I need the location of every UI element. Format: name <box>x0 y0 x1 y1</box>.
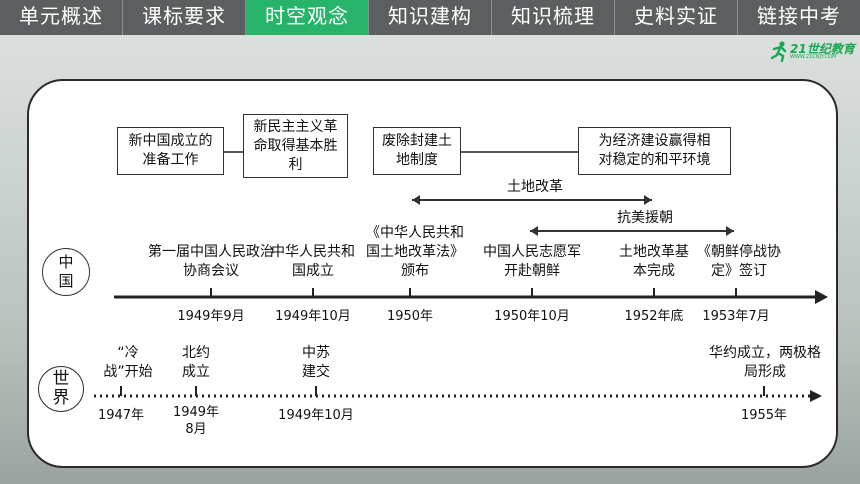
china-event-volunteers: 中国人民志愿军开赴朝鲜 <box>483 244 581 279</box>
world-date-2: 1949年8月 <box>172 405 220 437</box>
china-event-armistice: 《朝鲜停战协定》签订 <box>697 244 781 279</box>
box-peaceful-environment: 为经济建设赢得相对稳定的和平环境 <box>578 127 731 175</box>
box-revolution-victory-text: 新民主主义革命取得基本胜利 <box>253 118 338 173</box>
box-prep-work: 新中国成立的准备工作 <box>117 127 224 175</box>
runner-icon <box>770 41 787 62</box>
logo-text: 21世纪教育 <box>790 42 855 56</box>
world-date-3: 1949年10月 <box>278 408 354 423</box>
world-date-1: 1947年 <box>97 408 145 423</box>
nav-bar: 单元概述 课标要求 时空观念 知识建构 知识梳理 史料实证 链接中考 <box>0 0 860 35</box>
logo-subtext: WWW.21CNJY.COM <box>790 54 837 60</box>
box-abolish-feudal-land: 废除封建土地制度 <box>373 127 461 175</box>
china-event-cppcc: 第一届中国人民政治协商会议 <box>148 244 274 279</box>
china-circle: 中国 <box>42 248 90 296</box>
span-label-resist-us: 抗美援朝 <box>617 210 673 226</box>
box-peaceful-environment-text: 为经济建设赢得相对稳定的和平环境 <box>598 133 711 168</box>
china-date-6: 1953年7月 <box>702 309 770 324</box>
china-event-prc-founded: 中华人民共和国成立 <box>271 244 355 279</box>
box-abolish-feudal-land-text: 废除封建土地制度 <box>382 133 452 168</box>
tab-knowledge-build[interactable]: 知识建构 <box>369 0 492 35</box>
tab-space-time[interactable]: 时空观念 <box>246 0 369 35</box>
world-event-sino-soviet: 中苏建交 <box>302 345 330 380</box>
tab-curriculum[interactable]: 课标要求 <box>123 0 246 35</box>
brand-logo: 21世纪教育 WWW.21CNJY.COM <box>768 40 855 64</box>
china-date-5: 1952年底 <box>624 309 684 324</box>
box-revolution-victory: 新民主主义革命取得基本胜利 <box>243 114 348 178</box>
china-date-3: 1950年 <box>386 309 434 324</box>
china-date-4: 1950年10月 <box>494 309 570 324</box>
world-event-warsaw-pact: 华约成立，两极格局形成 <box>709 345 821 380</box>
tab-exam-link[interactable]: 链接中考 <box>757 4 841 28</box>
box-prep-work-text: 新中国成立的准备工作 <box>128 133 213 168</box>
china-event-land-reform-done: 土地改革基本完成 <box>619 244 689 279</box>
china-date-2: 1949年10月 <box>275 309 351 324</box>
world-event-cold-war: “冷战”开始 <box>103 345 153 380</box>
world-circle: 世界 <box>38 366 84 412</box>
world-event-nato: 北约成立 <box>182 345 210 380</box>
tab-evidence[interactable]: 史料实证 <box>615 0 738 35</box>
span-label-land-reform: 土地改革 <box>507 179 563 195</box>
world-circle-label: 世界 <box>52 369 70 408</box>
china-circle-label: 中国 <box>58 253 74 290</box>
china-event-land-law: 《中华人民共和国土地改革法》颁布 <box>366 225 464 279</box>
tab-unit-overview[interactable]: 单元概述 <box>0 0 123 35</box>
china-date-1: 1949年9月 <box>177 309 245 324</box>
tab-knowledge-sort[interactable]: 知识梳理 <box>492 0 615 35</box>
world-date-4: 1955年 <box>740 408 788 423</box>
